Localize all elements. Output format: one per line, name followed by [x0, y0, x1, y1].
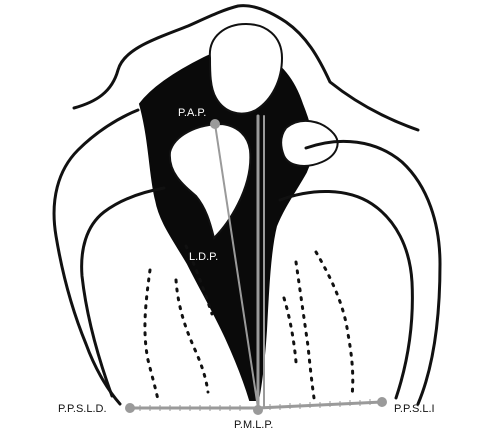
- ldp-label: L.D.P.: [189, 251, 218, 263]
- ppsld-label: P.P.S.L.D.: [58, 403, 107, 415]
- rugae-right-2: [296, 262, 314, 398]
- pmlp-label: P.M.L.P.: [234, 419, 273, 431]
- pmlp-point: [253, 405, 263, 415]
- rugae-right-1: [316, 252, 353, 396]
- left-arch-contour: [54, 110, 138, 404]
- pap-point: [210, 119, 220, 129]
- rugae-left-1: [145, 270, 158, 400]
- ppsli-point: [377, 397, 387, 407]
- ppsld-point: [125, 403, 135, 413]
- right-arch-inner: [280, 191, 412, 398]
- rugae-left-2: [176, 280, 208, 392]
- pap-label: P.A.P.: [178, 107, 206, 119]
- ppsli-label: P.P.S.L.I: [394, 403, 435, 415]
- rugae-right-3: [284, 298, 296, 362]
- right-arch-contour: [306, 141, 440, 404]
